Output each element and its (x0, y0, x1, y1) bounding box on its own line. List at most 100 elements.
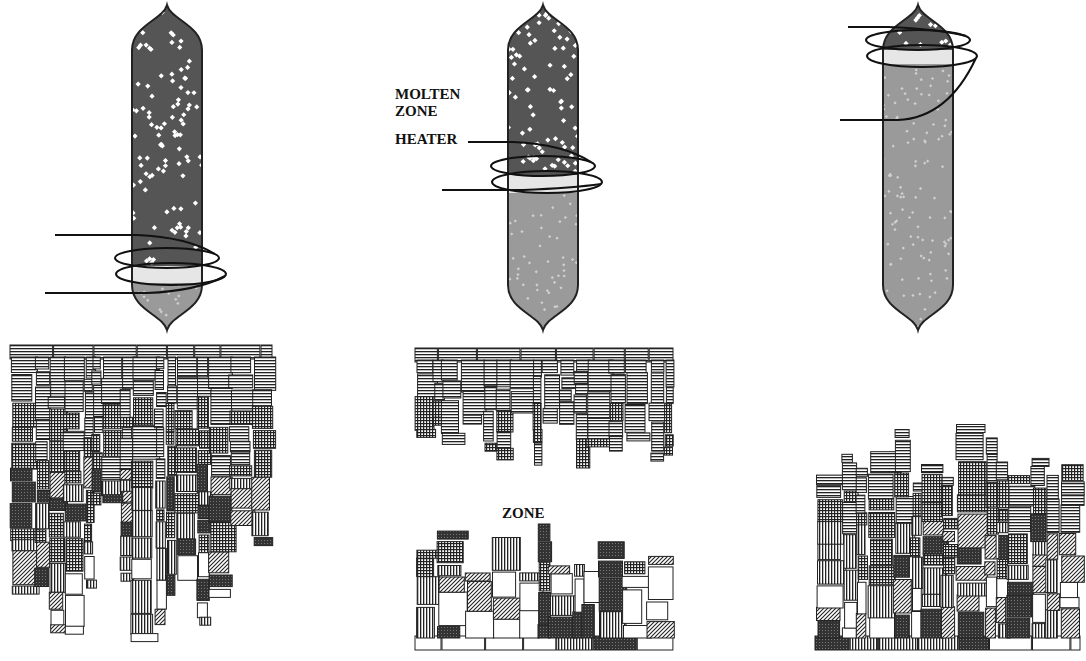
impurity-speck (943, 124, 946, 127)
crystal-grain (1034, 488, 1047, 514)
crystal-grain (551, 574, 572, 594)
crystal-grain (230, 478, 253, 489)
crystal-grain (132, 487, 152, 510)
impurity-speck (540, 226, 543, 229)
impurity-speck (885, 115, 888, 118)
impurity-speck (899, 186, 902, 189)
crystal-grain (818, 544, 841, 560)
impurity-speck (895, 219, 898, 222)
impurity-speck (142, 295, 145, 298)
crystal-grain (485, 443, 497, 451)
impurity-speck (175, 327, 178, 330)
impurity-speck (920, 93, 923, 96)
impurity-speck (915, 68, 918, 71)
crystal-grain (253, 431, 275, 449)
impurity-speck (899, 257, 902, 260)
impurity-speck (183, 76, 188, 81)
impurity-speck (171, 104, 176, 109)
crystal-grain (64, 357, 84, 381)
impurity-speck (900, 87, 903, 90)
impurity-speck (900, 192, 903, 195)
crystal-grain (120, 438, 132, 470)
impurity-speck (512, 257, 515, 260)
impurity-speck (901, 208, 904, 211)
impurity-speck (177, 146, 182, 151)
crystal-grain (922, 474, 942, 502)
crystal-grain (895, 430, 909, 438)
impurity-speck (193, 201, 198, 206)
crystal-grain (942, 485, 953, 516)
impurity-speck (560, 140, 565, 145)
impurity-speck (547, 291, 550, 294)
crystal-grain (538, 524, 550, 541)
crystal-grain (120, 469, 132, 479)
impurity-speck (144, 42, 149, 47)
crystal-grain (574, 395, 586, 413)
impurity-speck (161, 287, 164, 290)
impurity-speck (553, 281, 556, 284)
impurity-speck (165, 314, 168, 317)
impurity-speck (180, 173, 185, 178)
crystal-grain (166, 404, 174, 432)
impurity-speck (537, 20, 542, 25)
crystal-grain (95, 417, 103, 433)
impurity-speck (557, 9, 562, 14)
crystal-grain (588, 392, 610, 419)
impurity-speck (517, 267, 520, 270)
crystal-grain (610, 403, 623, 420)
impurity-speck (186, 158, 191, 163)
impurity-speck (891, 223, 894, 226)
impurity-speck (885, 289, 888, 292)
crystal-grain (230, 442, 250, 452)
crystal-grain (51, 610, 64, 625)
crystal-grain (666, 387, 673, 403)
crystal-grain (211, 391, 232, 425)
crystal-grain (912, 612, 922, 639)
impurity-speck (556, 157, 561, 162)
impurity-speck (160, 143, 165, 148)
crystal-grain (157, 548, 167, 580)
crystal-grain (1061, 609, 1079, 638)
impurity-speck (517, 54, 522, 59)
crystal-grain (649, 556, 674, 564)
crystal-grain (63, 485, 83, 502)
impurity-speck (147, 256, 152, 261)
crystal-grain (985, 562, 995, 575)
impurity-speck (148, 47, 153, 52)
impurity-speck (151, 4, 156, 9)
impurity-speck (163, 163, 168, 168)
crystal-grain (35, 357, 48, 369)
crystal-grain (175, 494, 200, 513)
crystal-grain (956, 433, 983, 459)
impurity-speck (177, 294, 180, 297)
impurity-speck (510, 76, 515, 81)
impurity-speck (174, 298, 177, 301)
crystal-grain (559, 390, 571, 401)
impurity-speck (931, 239, 934, 242)
impurity-speck (571, 258, 574, 261)
crystal-grain (858, 556, 867, 579)
impurity-speck (134, 108, 139, 113)
impurity-speck (517, 5, 522, 10)
crystal-grain (484, 411, 494, 441)
crystal-grain (417, 550, 439, 558)
impurity-speck (916, 236, 919, 239)
crystal-grain (1062, 482, 1085, 495)
impurity-speck (945, 6, 950, 11)
crystal-grain (104, 404, 121, 429)
crystal-grain (36, 503, 49, 529)
impurity-speck (175, 101, 180, 106)
crystal-grain (818, 561, 846, 584)
crystal-grain (651, 453, 664, 461)
impurity-speck (532, 214, 535, 217)
ampoule (130, 4, 204, 331)
crystal-grain (609, 422, 623, 438)
impure-solid (132, 5, 202, 266)
crystal-grain (986, 482, 997, 507)
impurity-speck (146, 299, 149, 302)
crystal-grain (1062, 495, 1085, 506)
crystal-grain (542, 360, 557, 373)
crystal-grain (817, 607, 841, 620)
impurity-speck (155, 323, 158, 326)
